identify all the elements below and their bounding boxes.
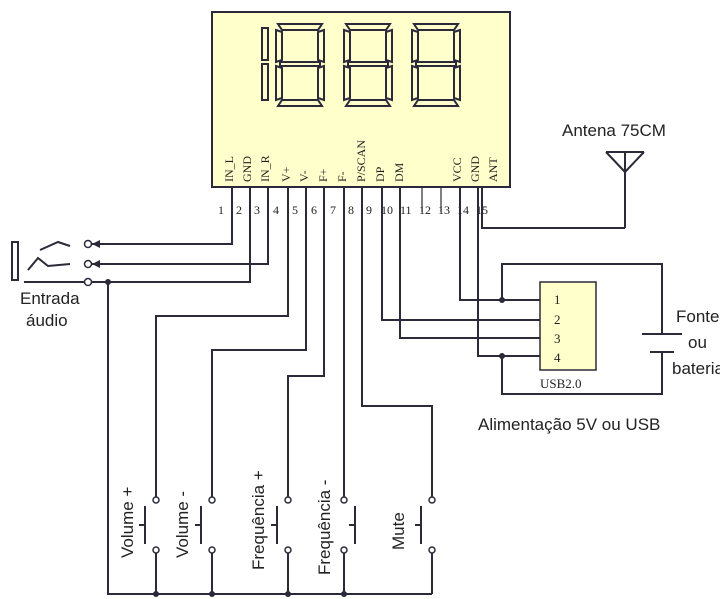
ground-junctions bbox=[153, 591, 347, 597]
pin-label: F- bbox=[335, 171, 349, 182]
junction bbox=[499, 353, 505, 359]
pin-label: GND bbox=[240, 156, 254, 182]
pin-label: V+ bbox=[279, 166, 293, 182]
pin-number: 6 bbox=[311, 203, 317, 217]
pin-number: 2 bbox=[236, 203, 242, 217]
usb-pin-number: 3 bbox=[554, 331, 561, 346]
pin-stubs bbox=[421, 188, 442, 212]
pin-number: 3 bbox=[254, 203, 260, 217]
pin-number: 1 bbox=[218, 203, 224, 217]
audio-input-label: Entrada bbox=[20, 289, 80, 308]
junction bbox=[499, 297, 505, 303]
button-label-mute: Mute bbox=[389, 512, 408, 550]
pin-number: 5 bbox=[292, 203, 298, 217]
push-button-frequency-up[interactable] bbox=[271, 496, 292, 594]
button-label-volume-up: Volume + bbox=[118, 487, 137, 558]
pin-label: VCC bbox=[450, 157, 464, 182]
pin-label: DP bbox=[373, 166, 387, 182]
usb-label: USB2.0 bbox=[540, 376, 582, 391]
usb-connector bbox=[539, 281, 597, 371]
antenna-icon bbox=[605, 151, 645, 228]
audio-input-label: áudio bbox=[26, 311, 68, 330]
usb-pin-number: 1 bbox=[554, 292, 561, 307]
push-button-volume-up[interactable] bbox=[139, 496, 160, 594]
battery-icon bbox=[642, 333, 682, 353]
battery-label: Fonte bbox=[676, 307, 719, 326]
pin-number: 11 bbox=[400, 203, 412, 217]
pin-number: 13 bbox=[438, 203, 450, 217]
audio-jack-icon bbox=[11, 239, 93, 287]
pin-label: IN_L bbox=[222, 156, 236, 182]
pin-labels: IN_L GND IN_R V+ V- F+ F- P/SCAN DP DM V… bbox=[222, 140, 500, 182]
pin-number: 8 bbox=[348, 203, 354, 217]
power-label: Alimentação 5V ou USB bbox=[478, 415, 660, 434]
pin-label: GND bbox=[468, 156, 482, 182]
pin-label: F+ bbox=[316, 168, 330, 182]
button-wires bbox=[155, 188, 433, 498]
antenna-label: Antena 75CM bbox=[562, 121, 666, 140]
pin-label: ANT bbox=[486, 157, 500, 182]
pin-label: DM bbox=[392, 162, 406, 182]
pin-number: 14 bbox=[457, 203, 469, 217]
battery-label: bateria bbox=[672, 359, 720, 378]
pin-number: 10 bbox=[381, 203, 393, 217]
button-label-volume-down: Volume - bbox=[173, 491, 192, 558]
pin-number: 7 bbox=[330, 203, 336, 217]
usb-wires bbox=[381, 188, 663, 395]
battery-label: ou bbox=[688, 333, 707, 352]
pin-number: 9 bbox=[366, 203, 372, 217]
pin-label: P/SCAN bbox=[354, 140, 368, 182]
button-label-frequency-up: Frequência + bbox=[249, 470, 268, 570]
seven-segment-display bbox=[261, 23, 461, 107]
pin-numbers: 1 2 3 4 5 6 7 8 9 10 11 12 13 14 15 bbox=[218, 203, 488, 217]
ground-rail bbox=[107, 282, 432, 595]
pin-label: V- bbox=[297, 170, 311, 182]
push-button-volume-down[interactable] bbox=[195, 496, 216, 594]
usb-pin-number: 2 bbox=[554, 312, 561, 327]
pin-label: IN_R bbox=[258, 155, 272, 182]
push-button-mute[interactable] bbox=[415, 496, 436, 594]
push-button-frequency-down[interactable] bbox=[340, 496, 356, 594]
pin-number: 4 bbox=[273, 203, 279, 217]
button-label-frequency-down: Frequência - bbox=[315, 480, 334, 575]
pin-number: 12 bbox=[419, 203, 431, 217]
usb-pin-number: 4 bbox=[554, 350, 561, 365]
antenna-wire bbox=[481, 188, 625, 229]
audio-wires bbox=[92, 188, 269, 283]
